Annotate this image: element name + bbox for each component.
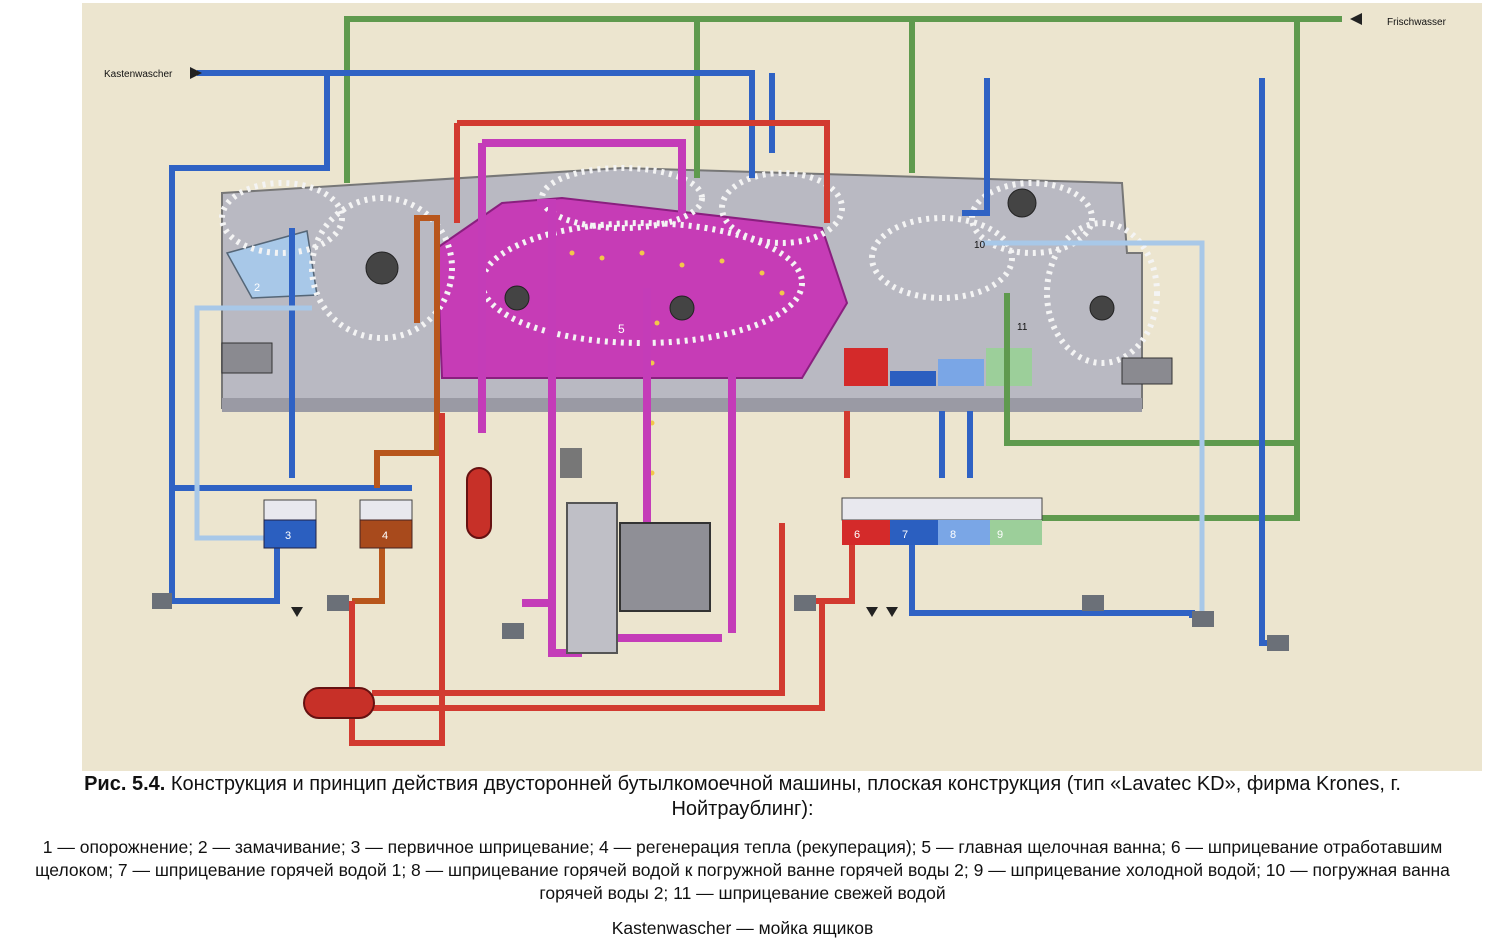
star-wheels: [365, 188, 1115, 321]
zone-label-10: 10: [974, 240, 986, 251]
caption-prefix: Рис. 5.4.: [84, 773, 166, 795]
caustic-bath-zone-5: [435, 196, 849, 379]
zone-label-11: 11: [1017, 322, 1028, 333]
zone-label-3: 3: [285, 530, 291, 542]
machine-base: [222, 398, 1142, 412]
kastenwascher-translation: Kastenwascher — мойка ящиков: [611, 918, 874, 938]
heat-exchanger-upper: [466, 467, 492, 539]
outfeed-conveyor: [1121, 357, 1173, 385]
figure-caption: Рис. 5.4. Конструкция и принцип действия…: [60, 772, 1425, 822]
hot-pipes: [349, 120, 855, 746]
kastenwascher-label: Kastenwascher: [104, 69, 173, 80]
zone-label-8: 8: [950, 529, 956, 541]
zone-label-5: 5: [618, 322, 625, 336]
zone-label-2: 2: [254, 282, 260, 294]
zone-label-7: 7: [902, 529, 908, 541]
light-blue-pipes: [194, 240, 1205, 623]
flow-arrows: [190, 13, 1362, 617]
caption-text: Конструкция и принцип действия двусторон…: [165, 773, 1401, 820]
lower-tank-4: [359, 499, 413, 549]
zone-label-4: 4: [382, 530, 388, 542]
zone-label-9: 9: [997, 529, 1003, 541]
filter-motor: [560, 448, 582, 478]
filter-screen: [619, 522, 711, 612]
caustic-pipes: [478, 139, 736, 657]
lower-tank-6-9: [841, 497, 1043, 545]
figure-legend: 1 — опорожнение; 2 — замачивание; 3 — пе…: [35, 837, 1450, 903]
machine-diagram: 2 3 4 5 6 7 8 9 10 11 Frischwasser Kaste…: [82, 3, 1482, 771]
basin-red: [844, 348, 888, 386]
pumps: [152, 593, 1289, 651]
recuperation-pipes: [352, 215, 440, 604]
bottle-chains: [219, 165, 1160, 366]
zone-label-6: 6: [854, 529, 860, 541]
basin-blue: [890, 371, 936, 386]
heat-exchanger-lower: [303, 687, 375, 719]
basin-lightblue: [938, 359, 984, 386]
caustic-filter: [566, 502, 618, 654]
frischwasser-label: Frischwasser: [1387, 17, 1447, 28]
infeed-conveyor: [221, 342, 273, 374]
lower-tank-3: [263, 499, 317, 549]
